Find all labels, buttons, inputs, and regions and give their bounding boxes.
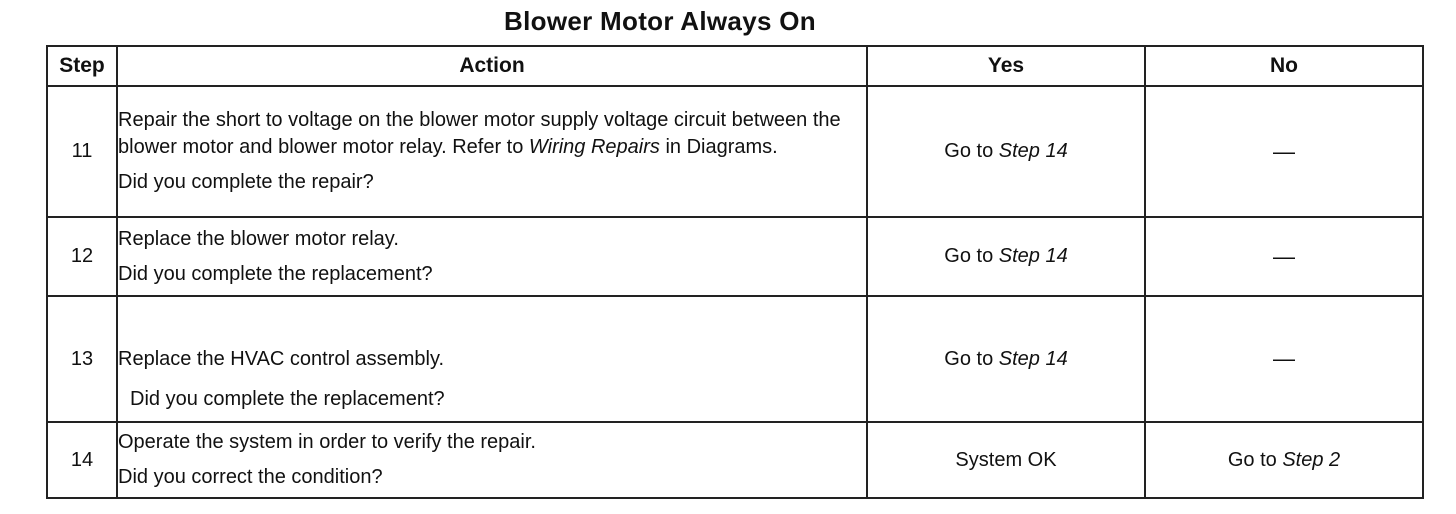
table-header-row: Step Action Yes No [46, 45, 1424, 87]
action-cell: Operate the system in order to verify th… [116, 421, 868, 499]
action-question: Did you correct the condition? [118, 466, 383, 488]
action-text: Operate the system in order to verify th… [118, 431, 536, 453]
header-yes: Yes [866, 45, 1146, 87]
wiring-repairs-reference: Wiring Repairs [528, 136, 660, 158]
step-number: 14 [46, 421, 118, 499]
yes-step-reference: Step 14 [998, 245, 1068, 267]
yes-prefix: Go to [944, 347, 999, 370]
action-cell: Repair the short to voltage on the blowe… [116, 85, 868, 218]
action-text: Replace the blower motor relay. [118, 227, 399, 250]
step-number: 11 [46, 85, 118, 218]
yes-prefix: Go to [944, 140, 999, 162]
action-cell: Replace the HVAC control assembly. Did y… [116, 295, 868, 423]
yes-cell: Go to Step 14 [866, 295, 1146, 423]
yes-cell: Go to Step 14 [866, 85, 1146, 218]
table-row: 14 Operate the system in order to verify… [46, 421, 1424, 499]
yes-cell: System OK [866, 421, 1146, 499]
yes-cell: Go to Step 14 [866, 216, 1146, 297]
header-step: Step [46, 45, 118, 87]
no-cell: — [1144, 85, 1424, 218]
action-text-part: Repair the short to voltage on the blowe… [118, 109, 841, 158]
yes-step-reference: Step 14 [998, 347, 1068, 370]
table-row: 12 Replace the blower motor relay. Did y… [46, 216, 1424, 297]
table-row: 11 Repair the short to voltage on the bl… [46, 85, 1424, 218]
no-cell: — [1144, 216, 1424, 297]
action-text-part: in Diagrams. [659, 136, 778, 158]
action-question: Did you complete the replacement? [130, 388, 445, 410]
yes-step-reference: Step 14 [998, 140, 1068, 162]
step-number: 13 [46, 295, 118, 423]
action-question: Did you complete the replacement? [118, 262, 433, 285]
diagnostic-table: Step Action Yes No 11 Repair the short t… [46, 45, 1424, 499]
no-cell: — [1144, 295, 1424, 423]
action-text: Repair the short to voltage on the blowe… [118, 107, 866, 161]
action-text: Replace the HVAC control assembly. [118, 347, 445, 370]
header-no: No [1144, 45, 1424, 87]
table-row: 13 Replace the HVAC control assembly. Di… [46, 295, 1424, 423]
no-step-reference: Step 2 [1282, 448, 1341, 471]
step-number: 12 [46, 216, 118, 297]
action-cell: Replace the blower motor relay. Did you … [116, 216, 868, 297]
yes-prefix: Go to [944, 245, 999, 267]
header-action: Action [116, 45, 868, 87]
no-cell: Go to Step 2 [1144, 421, 1424, 499]
action-question: Did you complete the repair? [118, 171, 374, 193]
page-title: Blower Motor Always On [504, 6, 816, 36]
no-prefix: Go to [1227, 448, 1283, 471]
